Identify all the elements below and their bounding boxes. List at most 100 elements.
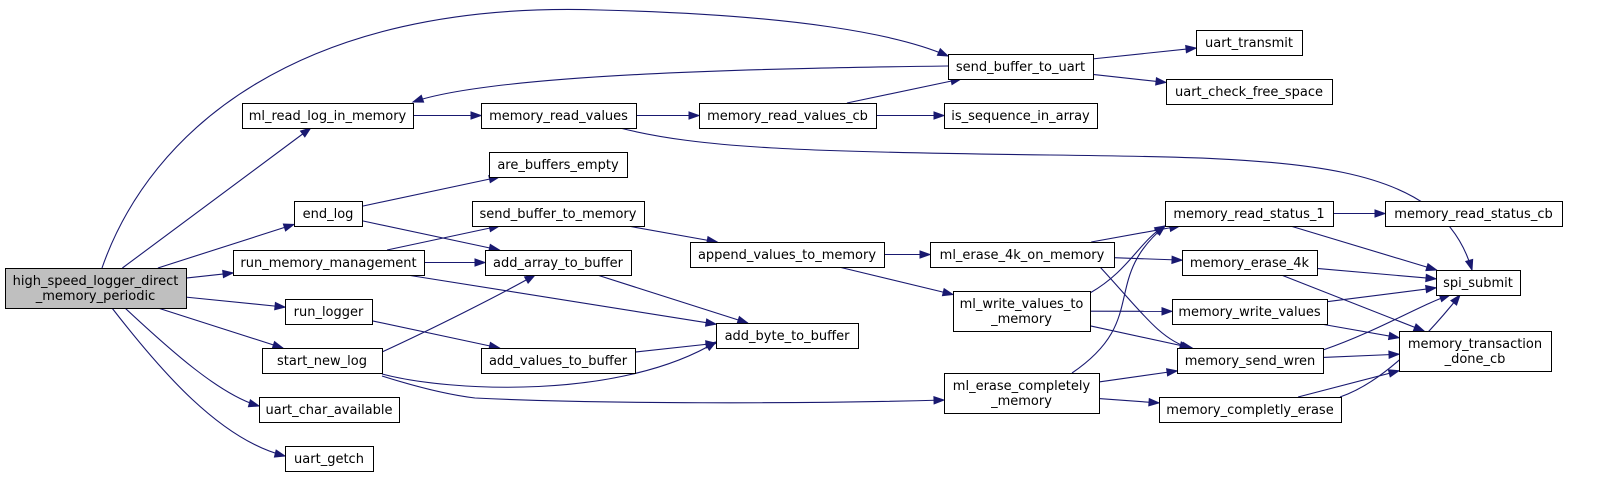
edge-line: [386, 225, 500, 251]
node-uart-getch[interactable]: uart_getch: [285, 446, 374, 472]
node-label: _memory: [990, 394, 1052, 409]
node-memory-read-values-cb[interactable]: memory_read_values_cb: [699, 103, 877, 129]
edge-memory_read_values_cb-to-is_sequence_in_array: [876, 111, 946, 120]
edge-root-to-run_memory_management: [185, 269, 235, 279]
node-label: uart_transmit: [1205, 36, 1293, 51]
edge-line: [381, 341, 717, 388]
node-is-sequence-in-array[interactable]: is_sequence_in_array: [944, 103, 1098, 129]
node-add-values-to-buffer[interactable]: add_values_to_buffer: [481, 348, 636, 374]
edge-memory_read_values_cb-to-send_buffer_to_uart: [846, 76, 963, 104]
node-add-byte-to-buffer[interactable]: add_byte_to_buffer: [716, 323, 859, 349]
node-box: [472, 201, 645, 227]
edge-root-to-ml_read_log_in_memory: [122, 127, 312, 269]
node-memory-read-status-cb[interactable]: memory_read_status_cb: [1385, 201, 1563, 227]
arrowhead: [705, 340, 718, 349]
edge-append_values_to_memory-to-ml_write_values_to_memory: [838, 266, 955, 297]
node-end-log[interactable]: end_log: [294, 201, 363, 227]
node-uart-char-available[interactable]: uart_char_available: [259, 397, 400, 423]
arrowhead: [1425, 262, 1438, 272]
node-box: [944, 373, 1100, 414]
node-box: [1159, 397, 1342, 423]
arrowhead: [1374, 209, 1387, 218]
edge-line: [412, 65, 949, 103]
node-box: [1172, 299, 1328, 325]
arrowhead: [1148, 397, 1161, 407]
edge-append_values_to_memory-to-ml_erase_4k_on_memory: [884, 250, 932, 259]
node-run-memory-management[interactable]: run_memory_management: [233, 250, 425, 276]
node-box: [294, 201, 363, 227]
node-ml-erase-completely-memory[interactable]: ml_erase_completely_memory: [944, 373, 1100, 414]
node-label: memory_send_wren: [1185, 354, 1316, 369]
node-box: [1165, 201, 1334, 227]
edge-line: [846, 78, 962, 104]
node-box: [5, 268, 187, 309]
arrowhead: [299, 127, 312, 138]
node-label: ml_read_log_in_memory: [249, 109, 407, 124]
arrowhead: [1450, 293, 1461, 306]
node-box: [262, 348, 383, 374]
edge-line: [124, 307, 260, 407]
node-memory-read-status-1[interactable]: memory_read_status_1: [1165, 201, 1334, 227]
node-label: uart_char_available: [265, 403, 392, 418]
node-label: uart_getch: [294, 452, 364, 467]
edge-memory_send_wren-to-memory_transaction_done_cb: [1322, 350, 1401, 359]
node-add-array-to-buffer[interactable]: add_array_to_buffer: [485, 250, 632, 276]
node-label: memory_read_values_cb: [707, 109, 868, 124]
node-memory-write-values[interactable]: memory_write_values: [1172, 299, 1328, 325]
arrowhead: [1185, 44, 1198, 54]
edge-line: [1089, 325, 1193, 349]
node-root[interactable]: high_speed_logger_direct_memory_periodic: [5, 268, 187, 309]
edge-line: [361, 176, 500, 207]
node-label: _memory: [990, 312, 1052, 327]
edge-send_buffer_to_memory-to-append_values_to_memory: [627, 225, 719, 245]
node-ml-read-log-in-memory[interactable]: ml_read_log_in_memory: [242, 103, 414, 129]
edge-send_buffer_to_uart-to-uart_transmit: [1092, 44, 1198, 60]
node-ml-write-values-to-memory[interactable]: ml_write_values_to_memory: [953, 291, 1091, 332]
node-ml-erase-4k-on-memory[interactable]: ml_erase_4k_on_memory: [930, 242, 1115, 268]
node-memory-erase-4k[interactable]: memory_erase_4k: [1182, 250, 1318, 276]
node-box: [1385, 201, 1563, 227]
node-box: [481, 348, 636, 374]
node-uart-transmit[interactable]: uart_transmit: [1196, 30, 1303, 56]
node-run-logger[interactable]: run_logger: [285, 299, 373, 325]
node-box: [953, 291, 1091, 332]
arrowhead: [1155, 76, 1168, 86]
edge-line: [597, 274, 748, 324]
node-label: ml_erase_4k_on_memory: [940, 248, 1105, 263]
node-box: [481, 103, 637, 129]
node-start-new-log[interactable]: start_new_log: [262, 348, 383, 374]
edge-memory_completly_erase-to-memory_transaction_done_cb: [1297, 369, 1401, 398]
node-label: memory_erase_4k: [1190, 256, 1310, 271]
node-label: memory_write_values: [1178, 305, 1321, 320]
arrowhead: [1388, 350, 1401, 359]
node-spi-submit[interactable]: spi_submit: [1436, 270, 1521, 296]
node-label: spi_submit: [1443, 276, 1513, 291]
node-send-buffer-to-memory[interactable]: send_buffer_to_memory: [472, 201, 645, 227]
edge-line: [1092, 73, 1167, 83]
node-append-values-to-memory[interactable]: append_values_to_memory: [690, 242, 885, 268]
edge-memory_read_values-to-spi_submit: [619, 127, 1474, 272]
node-uart-check-free-space[interactable]: uart_check_free_space: [1166, 79, 1333, 105]
node-memory-send-wren[interactable]: memory_send_wren: [1177, 348, 1324, 374]
arrowhead: [919, 250, 932, 259]
edge-line: [1071, 225, 1166, 374]
arrowhead: [941, 287, 955, 297]
edge-line: [361, 220, 500, 251]
node-are-buffers-empty[interactable]: are_buffers_empty: [489, 152, 628, 178]
edge-ml_write_values_to_memory-to-memory_send_wren: [1089, 325, 1194, 350]
edge-ml_erase_4k_on_memory-to-memory_erase_4k: [1113, 255, 1184, 265]
node-label: append_values_to_memory: [698, 248, 876, 263]
node-memory-transaction-done-cb[interactable]: memory_transaction_done_cb: [1399, 331, 1552, 372]
edge-send_buffer_to_uart-to-ml_read_log_in_memory: [411, 65, 949, 103]
arrowhead: [523, 274, 537, 284]
node-label: memory_read_values: [489, 109, 628, 124]
arrowhead: [1425, 284, 1438, 294]
edge-start_new_log-to-ml_erase_completely_memory: [381, 375, 946, 405]
node-memory-completly-erase[interactable]: memory_completly_erase: [1159, 397, 1342, 423]
node-send-buffer-to-uart[interactable]: send_buffer_to_uart: [948, 54, 1094, 80]
arrowhead: [271, 340, 285, 349]
arrowhead: [1412, 323, 1426, 332]
node-memory-read-values[interactable]: memory_read_values: [481, 103, 637, 129]
node-label: _memory_periodic: [35, 289, 156, 304]
node-box: [242, 103, 414, 129]
